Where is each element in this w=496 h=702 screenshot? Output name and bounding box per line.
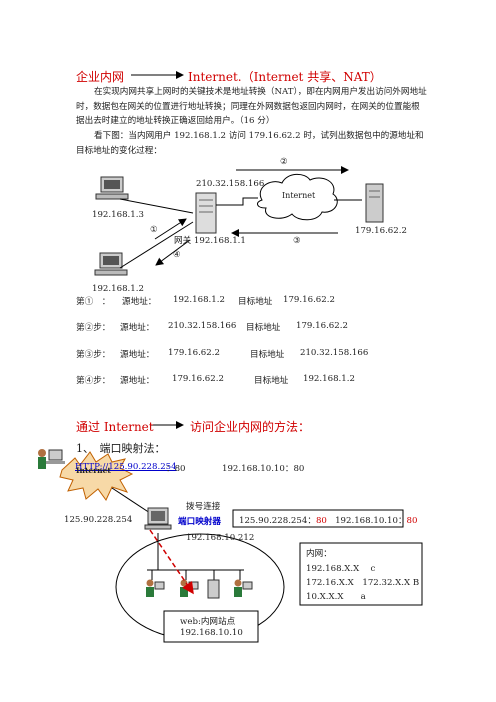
step-4-dst-label: 目标地址 [254, 376, 289, 386]
map-rule-b-port: 80 [406, 516, 418, 526]
step-1-src: 192.168.1.2 [173, 295, 225, 305]
arrow-step1 [154, 218, 187, 240]
question-paragraph: 看下图：当内网用户 192.168.1.2 访问 179.16.62.2 时，试… [76, 131, 424, 156]
map-rule-b: 192.168.10.10： [335, 516, 407, 526]
step-4-label: 第④步： [76, 376, 111, 386]
link-host2 [119, 221, 194, 269]
step-1-dst-label: 目标地址 [238, 297, 273, 307]
cloud-label: Internet [282, 191, 316, 200]
step-2-src: 210.32.158.166 [168, 321, 237, 331]
lan-info-title: 内网： [306, 549, 332, 559]
arrow-step4 [155, 239, 191, 266]
step-2-dst: 179.16.62.2 [296, 321, 348, 331]
step-4-dst: 192.168.1.2 [303, 374, 355, 384]
public-ip: 125.90.228.254 [64, 515, 133, 525]
step-3-src-label: 源地址： [120, 350, 155, 360]
host1-ip: 192.168.1.3 [92, 210, 144, 220]
step-3-dst-label: 目标地址 [250, 350, 285, 360]
internet-burst-icon [59, 451, 134, 501]
remote-user-icon [38, 449, 65, 469]
section2-right: 访问企业内网的方法： [190, 420, 311, 434]
map-rule-a: 125.90.228.254： [239, 516, 316, 526]
step-mark-4: ④ [173, 250, 181, 260]
step-2-label: 第②步： [76, 323, 111, 333]
step-3-dst: 210.32.158.166 [300, 348, 369, 358]
web-site-line1: web:内网站点 [180, 617, 236, 627]
lan-info-box [299, 542, 423, 606]
step-4-src: 179.16.62.2 [172, 374, 224, 384]
step-1-src-label: 源地址： [122, 297, 157, 307]
subsection-title: 1、 端口映射法： [76, 442, 166, 455]
gateway-label: 网关 192.168.1.1 [174, 236, 246, 246]
lan-user2-icon [234, 579, 253, 597]
step-3-label: 第③步： [76, 350, 111, 360]
section2-left: 通过 Internet [76, 420, 154, 434]
dial-label: 拨号连接 [186, 502, 221, 512]
web-site-line2: 192.168.10.10 [180, 628, 243, 638]
step-2-src-label: 源地址： [120, 323, 155, 333]
step-mark-1: ① [150, 225, 158, 235]
step-4-src-label: 源地址： [120, 376, 155, 386]
remote-server-icon [365, 183, 384, 223]
mapping-url-link[interactable]: HTTP://125.90.228.254 [75, 462, 177, 472]
step-1-dst: 179.16.62.2 [283, 295, 335, 305]
step-mark-3: ③ [293, 236, 301, 246]
mapping-url-port: ：80 [166, 464, 186, 474]
lan-info-line1: 192.168.X.X c [306, 564, 376, 574]
host2-computer-icon [94, 252, 128, 276]
mapper-label: 端口映射器 [178, 517, 221, 527]
link-internet-mapper [111, 487, 151, 514]
title-left: 企业内网 [76, 70, 125, 84]
lan-server-icon [207, 579, 220, 599]
web-site-box [163, 610, 259, 643]
step-2-dst-label: 目标地址 [246, 323, 281, 333]
server-ip: 179.16.62.2 [355, 226, 407, 236]
step-3-src: 179.16.62.2 [168, 348, 220, 358]
internet-burst-label: Internet [76, 466, 111, 475]
link-host1 [119, 198, 194, 214]
host1-computer-icon [95, 176, 129, 200]
step-mark-2: ② [280, 157, 288, 167]
intro-paragraph: 在实现内网共享上网时的关键技术是地址转换（NAT），即在内网用户发出访问外网地址… [76, 87, 427, 126]
lan-info-line2: 172.16.X.X 172.32.X.X B [306, 578, 420, 588]
mapping-path-arrow [149, 529, 194, 595]
step-1-label: 第① ： [76, 297, 111, 307]
lan-user1-icon [146, 579, 165, 597]
gateway-server-icon [195, 192, 217, 234]
gateway-outer-ip: 210.32.158.166 [196, 179, 265, 189]
web-server-user-icon [180, 579, 199, 597]
port-mapper-computer-icon [144, 507, 172, 530]
title-right: Internet.（Internet 共享、NAT） [188, 70, 382, 84]
internet-cloud-icon [257, 173, 338, 221]
lan-info-line3: 10.X.X.X a [306, 592, 366, 602]
mapper-lan-ip: 192.168.10.212 [186, 533, 255, 543]
mapping-inner-target: 192.168.10.10：80 [222, 464, 305, 474]
map-rule-a-port: 80 [315, 516, 327, 526]
map-rule-box [232, 509, 404, 528]
map-rule-text: 125.90.228.254：80 192.168.10.10：80 [239, 514, 417, 526]
link-gateway-cloud [216, 197, 258, 206]
host2-ip: 192.168.1.2 [92, 284, 144, 294]
